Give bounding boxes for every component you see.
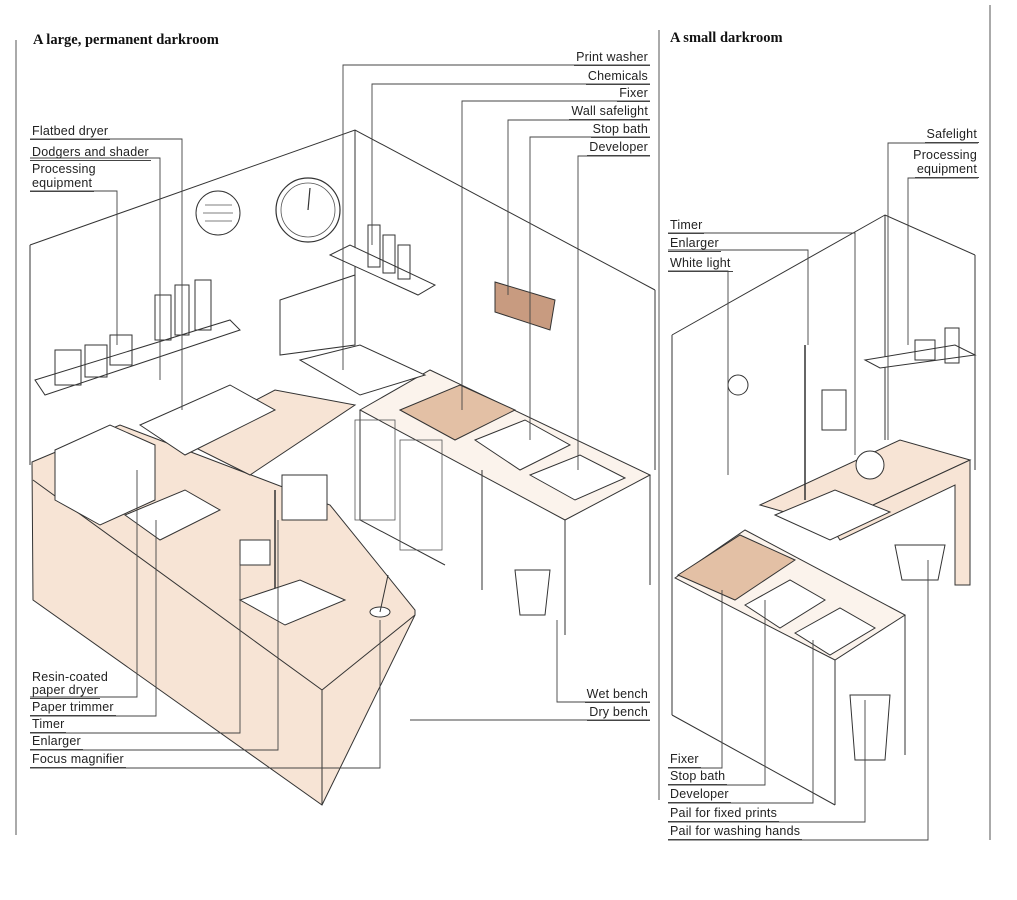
label-pail-for-washing-hands: Pail for washing hands [668, 824, 803, 840]
label-safelight: Safelight [924, 127, 979, 143]
label-stop-bath-right: Stop bath [668, 769, 728, 785]
label-flatbed-dryer: Flatbed dryer [30, 124, 111, 140]
label-resin-coated-1: Resin-coated [32, 670, 109, 684]
small-tray-developer [794, 607, 876, 656]
label-white-light: White light [668, 256, 733, 272]
label-print-washer: Print washer [574, 50, 650, 66]
label-processing-equipment-right-2: equipment [914, 162, 979, 178]
wall-safelight-lamp [494, 281, 556, 331]
label-wall-safelight: Wall safelight [569, 104, 650, 120]
label-developer-left: Developer [587, 140, 650, 156]
label-resin-coated-2: paper dryer [30, 683, 101, 699]
white-light-bulb [727, 374, 749, 396]
label-paper-trimmer: Paper trimmer [30, 700, 116, 716]
label-enlarger-left: Enlarger [30, 734, 83, 750]
timer-left [239, 539, 271, 566]
label-wet-bench: Wet bench [584, 687, 650, 703]
print-washer [298, 344, 427, 396]
small-tray-fixer [676, 534, 797, 601]
pail-fixed-prints [849, 694, 891, 761]
enlarger-left [238, 474, 347, 626]
large-darkroom-title: A large, permanent darkroom [33, 32, 219, 48]
pail [514, 569, 551, 616]
leader-lines-right [668, 142, 978, 841]
small-darkroom-drawing [671, 214, 977, 806]
flatbed-dryer [138, 384, 277, 456]
label-timer-left: Timer [30, 717, 67, 733]
label-timer-right: Timer [668, 218, 705, 234]
label-focus-magnifier: Focus magnifier [30, 752, 126, 768]
tray-developer [528, 454, 627, 501]
label-pail-for-fixed-prints: Pail for fixed prints [668, 806, 780, 822]
tray-stop-bath [473, 419, 572, 471]
small-enlarger [773, 345, 892, 541]
label-dry-bench: Dry bench [587, 705, 650, 721]
paper-trimmer [123, 489, 222, 541]
label-fixer-right: Fixer [668, 752, 701, 768]
small-timer [855, 450, 885, 480]
pail-washing-hands [894, 544, 946, 581]
resin-coated-paper-dryer [54, 424, 156, 526]
chemical-bottles [367, 224, 411, 280]
large-darkroom-drawing [29, 129, 656, 806]
small-darkroom-title: A small darkroom [670, 30, 783, 46]
label-processing-equipment-left-2: equipment [30, 176, 95, 192]
label-processing-equipment-left-1: Processing [32, 162, 96, 176]
label-chemicals: Chemicals [585, 69, 650, 85]
label-fixer-left: Fixer [617, 86, 650, 102]
label-stop-bath-left: Stop bath [590, 122, 650, 138]
label-processing-equipment-right-1: Processing [913, 148, 977, 162]
label-developer-right: Developer [668, 787, 731, 803]
tray-fixer [398, 384, 517, 441]
label-enlarger-right: Enlarger [668, 236, 721, 252]
label-dodgers-and-shader: Dodgers and shader [30, 145, 151, 161]
